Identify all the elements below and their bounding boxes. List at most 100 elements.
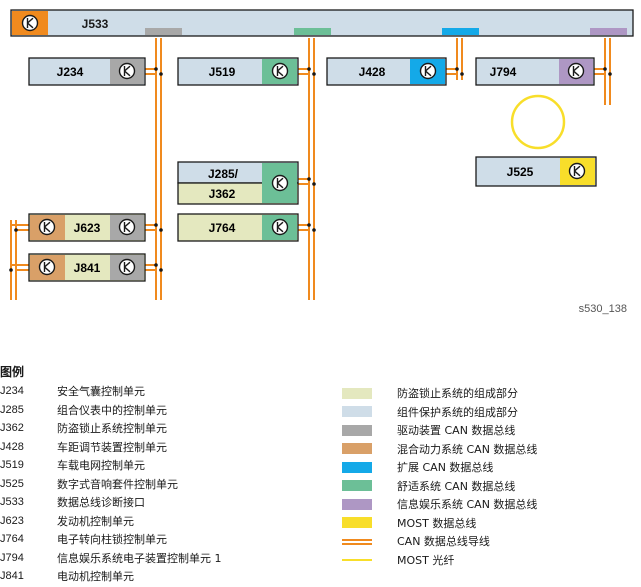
can-node-icon <box>570 164 585 179</box>
legend-code: J362 <box>0 422 57 434</box>
legend-text: 电动机控制单元 <box>57 568 134 584</box>
unit-label-j841: J841 <box>74 261 101 275</box>
unit-label-j362: J362 <box>209 187 236 201</box>
unit-label-j519: J519 <box>209 65 236 79</box>
legend-title: 图例 <box>0 363 24 380</box>
legend-swatch-entry: CAN 数据总线导线 <box>342 532 537 551</box>
can-node-icon <box>40 220 55 235</box>
legend-text: 车距调节装置控制单元 <box>57 439 167 455</box>
swatch-label: MOST 数据总线 <box>397 515 476 531</box>
legend-swatch-entry: 驱动装置 CAN 数据总线 <box>342 421 537 440</box>
color-swatch <box>342 388 372 399</box>
can-node-icon <box>273 176 288 191</box>
unit-j841[interactable]: J841 <box>29 254 145 281</box>
unit-label-j234: J234 <box>57 65 84 79</box>
legend-text: 数据总线诊断接口 <box>57 494 145 510</box>
legend-swatch-entry: MOST 光纤 <box>342 551 537 570</box>
can-node-icon <box>120 64 135 79</box>
unit-j623[interactable]: J623 <box>29 214 145 241</box>
legend-text: 安全气囊控制单元 <box>57 383 145 399</box>
gateway-j533[interactable]: J533 <box>11 10 633 36</box>
unit-label-j533: J533 <box>82 17 109 31</box>
swatch-label: CAN 数据总线导线 <box>397 533 490 549</box>
legend-entry: J234安全气囊控制单元 <box>0 382 222 401</box>
can-node-icon <box>273 220 288 235</box>
swatch-label: 防盗锁止系统的组成部分 <box>397 385 518 401</box>
legend-text: 车载电网控制单元 <box>57 457 145 473</box>
swatch-label: MOST 光纤 <box>397 552 454 568</box>
legend-swatch-entry: 混合动力系统 CAN 数据总线 <box>342 440 537 459</box>
unit-j525[interactable]: J525 <box>476 157 596 186</box>
unit-label-j623: J623 <box>74 221 101 235</box>
network-topology-diagram: J533 J234 J519 J428 J794 J525 <box>0 0 641 305</box>
legend-code: J794 <box>0 552 57 564</box>
swatch-label: 混合动力系统 CAN 数据总线 <box>397 441 537 457</box>
fiber-swatch <box>342 554 372 565</box>
can-node-icon <box>569 64 584 79</box>
legend-entry: J285组合仪表中的控制单元 <box>0 401 222 420</box>
legend-code: J533 <box>0 496 57 508</box>
legend-entry: J533数据总线诊断接口 <box>0 493 222 512</box>
legend-entry: J428车距调节装置控制单元 <box>0 438 222 457</box>
color-swatch <box>342 517 372 528</box>
legend-swatch-entry: 信息娱乐系统 CAN 数据总线 <box>342 495 537 514</box>
legend-entry: J519车载电网控制单元 <box>0 456 222 475</box>
legend-text: 组合仪表中的控制单元 <box>57 402 167 418</box>
swatch-label: 信息娱乐系统 CAN 数据总线 <box>397 496 537 512</box>
color-swatch <box>342 480 372 491</box>
can-node-icon <box>273 64 288 79</box>
legend-entry: J794信息娱乐系统电子装置控制单元 1 <box>0 549 222 568</box>
legend-text: 信息娱乐系统电子装置控制单元 1 <box>57 550 222 566</box>
can-node-icon <box>40 260 55 275</box>
figure-reference: s530_138 <box>579 303 627 315</box>
unit-j428[interactable]: J428 <box>327 58 446 85</box>
legend-swatch-entry: 防盗锁止系统的组成部分 <box>342 384 537 403</box>
unit-label-j794: J794 <box>490 65 517 79</box>
swatch-label: 组件保护系统的组成部分 <box>397 404 518 420</box>
legend-swatch-entry: 组件保护系统的组成部分 <box>342 403 537 422</box>
swatch-label: 驱动装置 CAN 数据总线 <box>397 422 515 438</box>
color-swatch <box>342 425 372 436</box>
can-node-icon <box>421 64 436 79</box>
legend-code: J519 <box>0 459 57 471</box>
legend-code: J623 <box>0 515 57 527</box>
legend-entry: J623发动机控制单元 <box>0 512 222 531</box>
unit-j519[interactable]: J519 <box>178 58 298 85</box>
legend-code: J525 <box>0 478 57 490</box>
legend-text: 发动机控制单元 <box>57 513 134 529</box>
color-swatch <box>342 443 372 454</box>
legend-swatch-list: 防盗锁止系统的组成部分 组件保护系统的组成部分 驱动装置 CAN 数据总线 混合… <box>342 384 537 569</box>
unit-label-j428: J428 <box>359 65 386 79</box>
unit-j234[interactable]: J234 <box>29 58 145 85</box>
color-swatch <box>342 462 372 473</box>
unit-j285-j362[interactable]: J285/ J362 <box>178 162 298 204</box>
legend-code: J841 <box>0 570 57 582</box>
swatch-label: 扩展 CAN 数据总线 <box>397 459 493 475</box>
legend-swatch-entry: MOST 数据总线 <box>342 514 537 533</box>
swatch-label: 舒适系统 CAN 数据总线 <box>397 478 515 494</box>
legend-code: J234 <box>0 385 57 397</box>
legend-code: J428 <box>0 441 57 453</box>
legend-entry: J525数字式音响套件控制单元 <box>0 475 222 494</box>
legend-swatch-entry: 舒适系统 CAN 数据总线 <box>342 477 537 496</box>
can-node-icon <box>23 16 38 31</box>
legend-entry: J362防盗锁止系统控制单元 <box>0 419 222 438</box>
legend-code: J285 <box>0 404 57 416</box>
legend-text: 防盗锁止系统控制单元 <box>57 420 167 436</box>
unit-j764[interactable]: J764 <box>178 214 298 241</box>
legend-code: J764 <box>0 533 57 545</box>
legend-swatch-entry: 扩展 CAN 数据总线 <box>342 458 537 477</box>
unit-label-j764: J764 <box>209 221 236 235</box>
legend-text: 数字式音响套件控制单元 <box>57 476 178 492</box>
can-node-icon <box>120 260 135 275</box>
unit-j794[interactable]: J794 <box>476 58 594 85</box>
legend-text: 电子转向柱锁控制单元 <box>57 531 167 547</box>
color-swatch <box>342 406 372 417</box>
color-swatch <box>342 499 372 510</box>
unit-label-j525: J525 <box>507 165 534 179</box>
wire-swatch <box>342 536 372 547</box>
can-node-icon <box>120 220 135 235</box>
unit-label-j285: J285/ <box>208 167 239 181</box>
most-ring <box>512 76 564 148</box>
legend-entry: J764电子转向柱锁控制单元 <box>0 530 222 549</box>
